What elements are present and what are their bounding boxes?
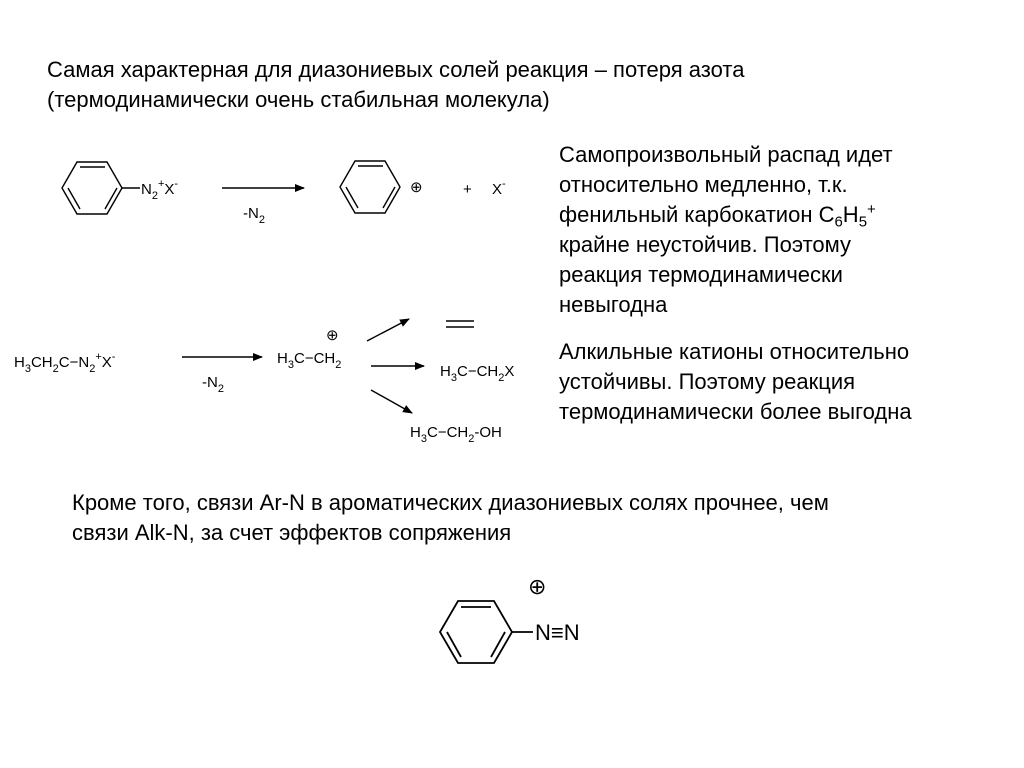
alkyl-note-line-1: Алкильные катионы относительно [559, 339, 910, 364]
alkyl-note-line-3: термодинамически более выгодна [559, 399, 912, 424]
conjugation-note: Кроме того, связи Ar-N в ароматических д… [72, 488, 829, 548]
benzene-ring-diazonium [438, 600, 533, 664]
benzene-note-formula-prefix: фенильный карбокатион С [559, 202, 835, 227]
alkyl-cation-note: Алкильные катионы относительно устойчивы… [559, 337, 912, 427]
benzene-note-line-6: невыгодна [559, 292, 668, 317]
scheme3-positive-charge: ⊕ [528, 574, 546, 599]
benzene-ring-reactant [61, 161, 140, 215]
conjugation-note-line-1: Кроме того, связи Ar-N в ароматических д… [72, 490, 829, 515]
benzene-note-formula-sub-5: 5 [858, 213, 868, 231]
scheme2-arrow-to-alkene [366, 318, 410, 342]
benzene-note-formula-charge: + [867, 200, 876, 218]
benzene-note-formula-h: Н [842, 202, 859, 227]
scheme2-arrow-to-alcohol [370, 389, 413, 414]
benzene-cation-note: Самопроизвольный распад идет относительн… [559, 140, 893, 320]
scheme-aryl-diazonium-decomposition: N2+X- -N2 ⊕ + X- [61, 160, 506, 226]
scheme1-anion: X- [492, 178, 506, 198]
scheme2-ethyl-cation: H3C−CH2 [277, 350, 341, 371]
intro-text: Самая характерная для диазониевых солей … [47, 55, 744, 115]
scheme2-reactant-label: H3CH2C−N2+X- [14, 351, 116, 375]
scheme2-product-alcohol: H3C−CH2-OH [410, 424, 502, 445]
benzene-note-line-1: Самопроизвольный распад идет [559, 142, 893, 167]
scheme3-diazo-group: N≡N [535, 620, 580, 645]
scheme2-positive-charge: ⊕ [326, 327, 339, 344]
benzene-note-line-4: крайне неустойчив. Поэтому [559, 232, 852, 257]
scheme2-condition: -N2 [202, 374, 224, 395]
conjugation-note-line-2: связи Alk-N, за счет эффектов сопряжения [72, 520, 512, 545]
scheme1-condition: -N2 [243, 205, 265, 226]
intro-line-1: Самая характерная для диазониевых солей … [47, 57, 745, 82]
scheme-phenyldiazonium-structure: ⊕ N≡N [438, 574, 580, 664]
scheme1-reactant-label: N2+X- [141, 178, 178, 202]
scheme2-product-halide: H3C−CH2X [440, 363, 514, 384]
scheme1-positive-charge: ⊕ [410, 179, 423, 196]
benzene-note-line-3: фенильный карбокатион С6Н5+ [559, 200, 893, 230]
alkyl-note-line-2: устойчивы. Поэтому реакция [559, 369, 856, 394]
scheme-alkyl-diazonium-decomposition: H3CH2C−N2+X- -N2 ⊕ H3C−CH2 H3C−CH2X H3C−… [14, 318, 514, 445]
intro-line-2: (термодинамически очень стабильная молек… [47, 87, 550, 112]
benzene-note-formula-sub-6: 6 [834, 213, 843, 231]
benzene-ring-cation [339, 160, 401, 214]
scheme1-plus: + [463, 181, 472, 198]
benzene-note-line-5: реакция термодинамически [559, 262, 843, 287]
benzene-note-line-2: относительно медленно, т.к. [559, 172, 848, 197]
